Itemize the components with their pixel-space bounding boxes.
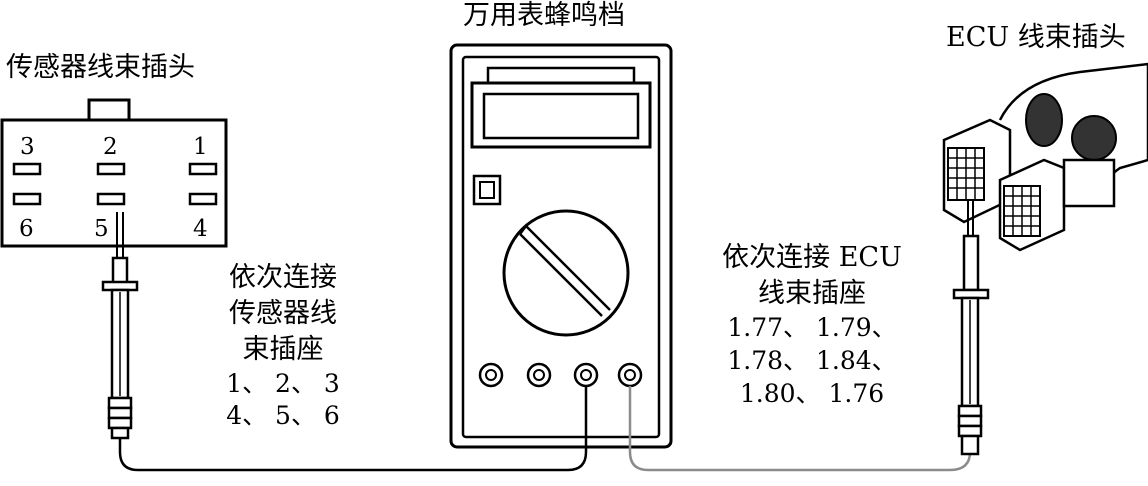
pin-slot-5 [96,192,126,206]
pin-label-6: 6 [19,216,34,242]
multimeter-title: 万用表蜂鸣档 [463,0,625,31]
pin-slot-3 [12,162,42,176]
multimeter [449,43,673,449]
pin-slot-6 [12,192,42,206]
pin-label-4: 4 [193,216,208,242]
black-test-lead [118,386,588,472]
pin-slot-2 [96,162,126,176]
pin-label-1: 1 [193,134,208,160]
pin-label-5: 5 [94,216,109,242]
right-note-line-4: 1.78、 1.84、 [727,346,896,375]
right-probe [952,200,990,456]
pin-label-3: 3 [20,134,35,160]
connector-body [0,118,228,248]
right-note: 依次连接 ECU 线束插座 1.77、 1.79、 1.78、 1.84、 1.… [722,242,902,408]
left-note: 依次连接 传感器线 束插座 1、 2、 3 4、 5、 6 [226,262,340,430]
right-note-line-2: 线束插座 [758,278,866,309]
right-note-line-5: 1.80、 1.76 [740,379,884,408]
left-note-line-2: 传感器线 [229,298,337,329]
pin-slot-1 [188,162,218,176]
left-probe [101,212,139,440]
gray-test-lead [628,386,972,472]
ecu-connector-title: ECU 线束插头 [946,22,1126,53]
left-note-line-1: 依次连接 [229,262,337,293]
rotary-dial[interactable] [502,209,630,337]
sensor-connector: 3 2 1 6 5 4 [0,98,228,248]
dial-pointer [525,225,611,311]
lcd-display [482,92,640,140]
pin-label-2: 2 [103,134,118,160]
left-note-line-4: 1、 2、 3 [226,369,340,398]
connector-latch [87,98,131,122]
right-note-line-3: 1.77、 1.79、 [727,313,896,342]
left-note-line-5: 4、 5、 6 [226,401,340,430]
left-note-line-3: 束插座 [243,334,324,365]
ecu-connector [942,62,1148,252]
pin-slot-4 [188,192,218,206]
sensor-connector-title: 传感器线束插头 [6,52,195,83]
right-note-line-1: 依次连接 ECU [722,242,902,273]
